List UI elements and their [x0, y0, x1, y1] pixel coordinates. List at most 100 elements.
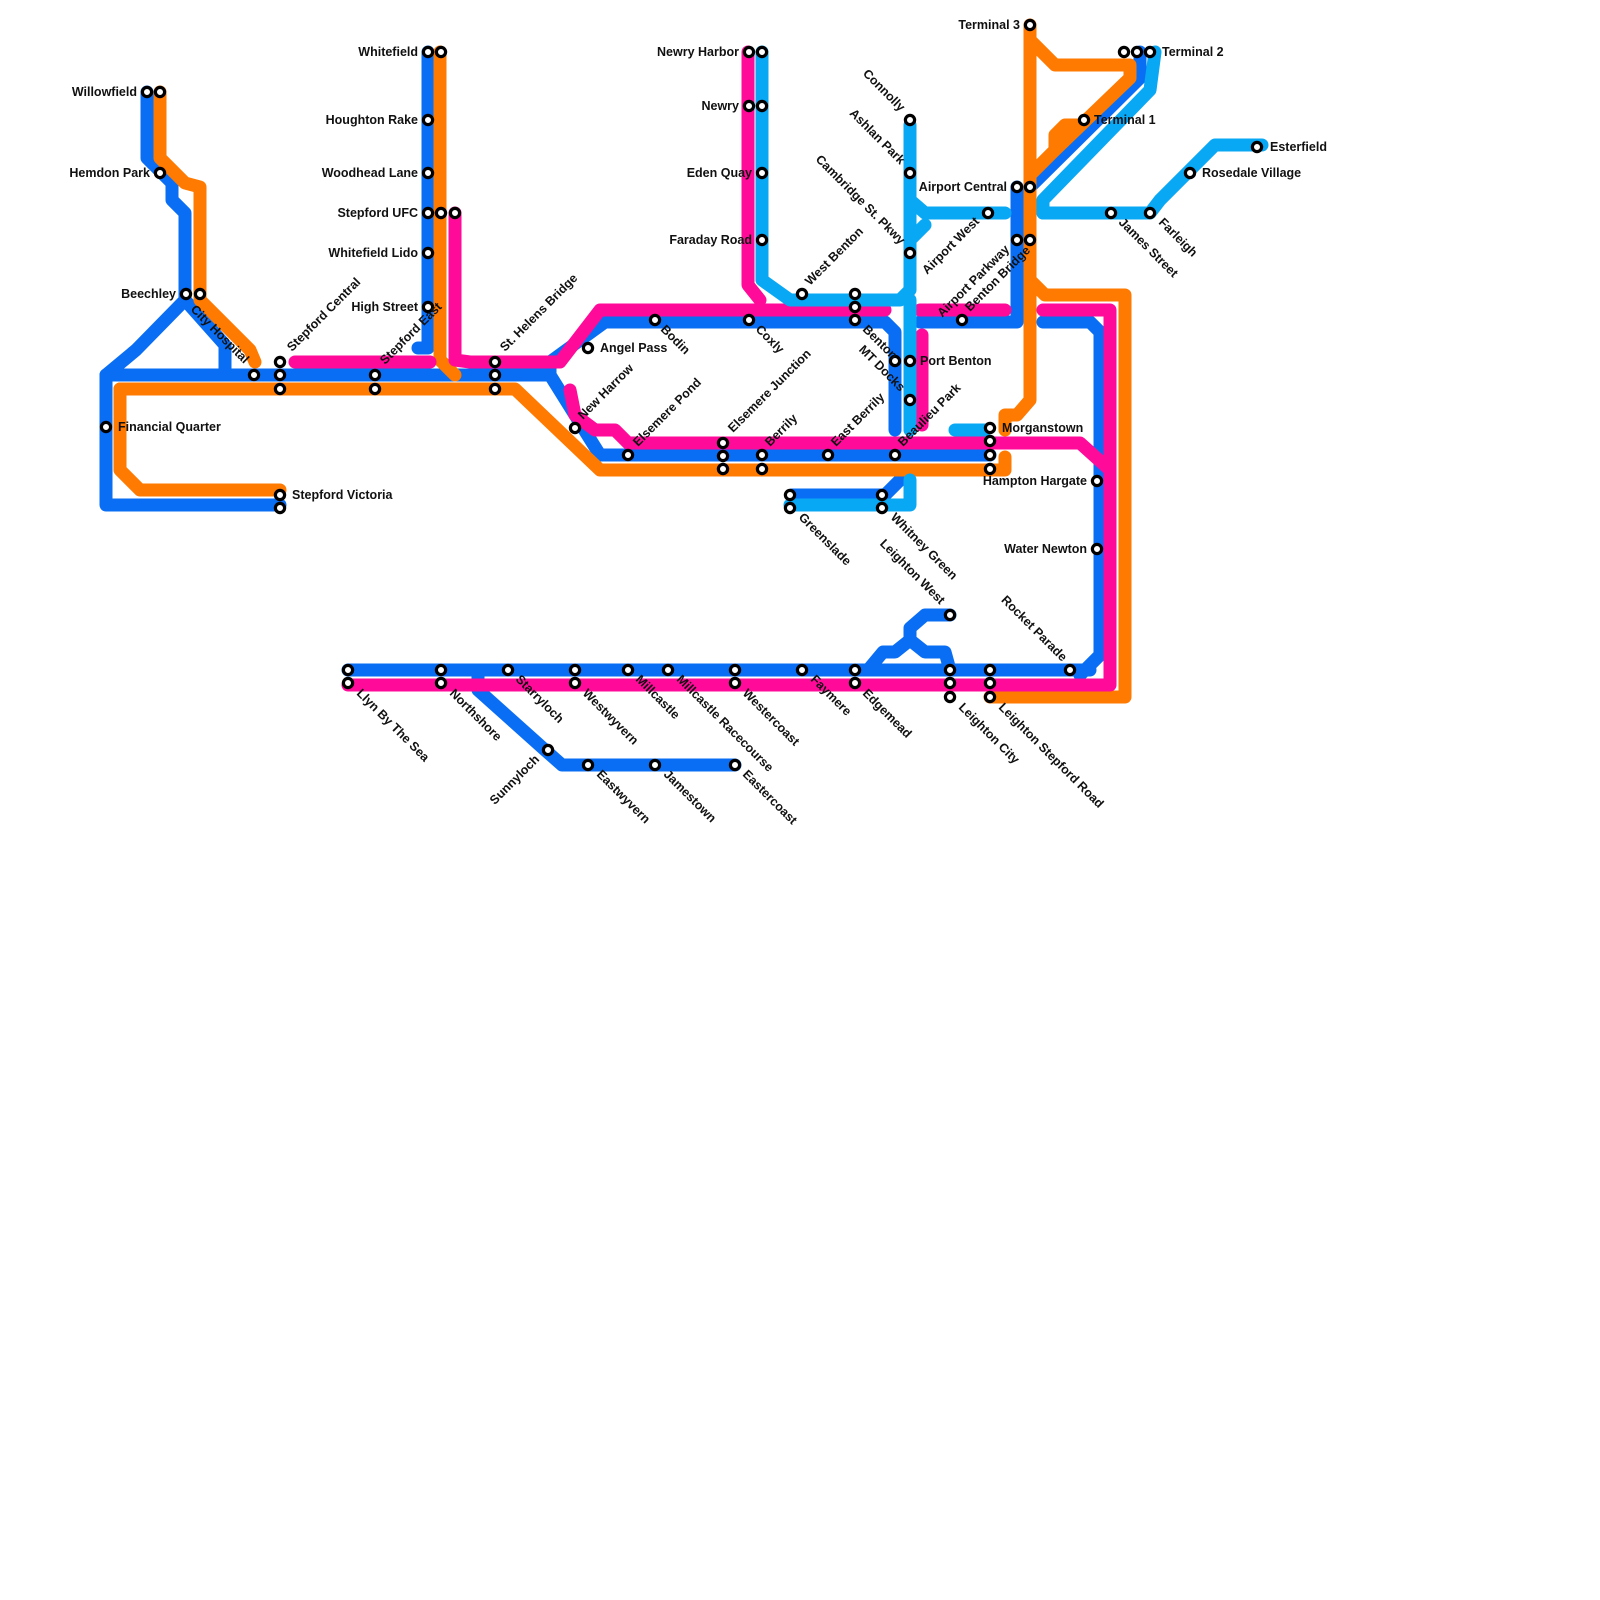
- station-marker-elsemere-junction: [716, 462, 730, 476]
- station-label-terminal-2: Terminal 2: [1162, 45, 1224, 59]
- magenta-line-segment: [341, 383, 1117, 692]
- station-marker-sunnyloch: [541, 743, 555, 757]
- station-label-westwyvern: Westwyvern: [580, 686, 641, 747]
- station-marker-leighton-city: [943, 676, 957, 690]
- station-marker-westercoast: [728, 676, 742, 690]
- station-marker-st-helens-bridge: [488, 382, 502, 396]
- station-marker-benton-bridge: [1023, 233, 1037, 247]
- station-marker-terminal-2: [1143, 45, 1157, 59]
- station-marker-edgemead: [848, 676, 862, 690]
- station-marker-morganstown: [983, 462, 997, 476]
- station-marker-newry: [755, 99, 769, 113]
- cyan-line-segment: [903, 193, 1012, 220]
- station-label-rocket-parade: Rocket Parade: [998, 593, 1069, 664]
- station-marker-elsemere-pond: [621, 448, 635, 462]
- station-marker-hampton-hargate: [1090, 474, 1104, 488]
- station-marker-hemdon-park: [153, 166, 167, 180]
- orange-line-segment: [113, 382, 287, 497]
- station-marker-angel-pass: [581, 341, 595, 355]
- station-marker-elsemere-junction: [716, 449, 730, 463]
- station-marker-greenslade: [783, 501, 797, 515]
- station-marker-morganstown: [983, 421, 997, 435]
- station-marker-stepford-central: [273, 382, 287, 396]
- magenta-line-segment: [1036, 303, 1117, 477]
- station-label-esterfield: Esterfield: [1270, 140, 1327, 154]
- station-label-whitney-green: Whitney Green: [888, 510, 960, 582]
- station-marker-leighton-city: [943, 663, 957, 677]
- station-label-greenslade: Greenslade: [796, 510, 854, 568]
- station-marker-rocket-parade: [1063, 663, 1077, 677]
- station-marker-stepford-central: [273, 368, 287, 382]
- station-marker-llyn-by-the-sea: [341, 676, 355, 690]
- orange-line-segment: [983, 273, 1132, 704]
- station-marker-leighton-city: [943, 690, 957, 704]
- station-marker-leighton-stepford-road: [983, 676, 997, 690]
- station-marker-eastwyvern: [581, 758, 595, 772]
- station-marker-ashlan-park: [903, 166, 917, 180]
- station-marker-terminal-1: [1077, 113, 1091, 127]
- station-marker-mt-docks: [903, 393, 917, 407]
- station-marker-whitefield: [434, 45, 448, 59]
- blue-line-segment: [543, 315, 902, 437]
- station-label-morganstown: Morganstown: [1002, 421, 1083, 435]
- station-label-beechley: Beechley: [121, 287, 176, 301]
- station-marker-bodin: [648, 313, 662, 327]
- station-label-rosedale-village: Rosedale Village: [1202, 166, 1301, 180]
- cyan-line-segment: [783, 473, 917, 512]
- station-marker-terminal-3: [1023, 18, 1037, 32]
- station-marker-elsemere-junction: [716, 436, 730, 450]
- station-marker-whitney-green: [875, 488, 889, 502]
- station-label-faraday-road: Faraday Road: [669, 233, 752, 247]
- station-marker-willowfield: [153, 85, 167, 99]
- station-label-airport-central: Airport Central: [919, 180, 1007, 194]
- station-marker-airport-west: [981, 206, 995, 220]
- station-marker-llyn-by-the-sea: [341, 663, 355, 677]
- station-marker-faymere: [795, 663, 809, 677]
- station-marker-high-street: [421, 300, 435, 314]
- station-label-eastercoast: Eastercoast: [740, 767, 801, 828]
- station-marker-edgemead: [848, 663, 862, 677]
- blue-line-segment: [178, 293, 232, 382]
- station-marker-connolly: [903, 113, 917, 127]
- station-marker-millcastle: [621, 663, 635, 677]
- orange-line-segment: [1023, 33, 1137, 157]
- station-marker-leighton-stepford-road: [983, 690, 997, 704]
- station-label-whitefield: Whitefield: [358, 45, 418, 59]
- station-label-houghton-rake: Houghton Rake: [326, 113, 418, 127]
- station-marker-stepford-ufc: [448, 206, 462, 220]
- blue-line-segment: [913, 180, 1024, 329]
- station-label-hampton-hargate: Hampton Hargate: [983, 474, 1087, 488]
- station-label-newry-harbor: Newry Harbor: [657, 45, 739, 59]
- station-marker-newry-harbor: [742, 45, 756, 59]
- station-marker-eden-quay: [755, 166, 769, 180]
- station-label-connolly: Connolly: [860, 66, 908, 114]
- station-marker-newry-harbor: [755, 45, 769, 59]
- station-label-newry: Newry: [701, 99, 739, 113]
- station-marker-city-hospital: [247, 368, 261, 382]
- station-marker-stepford-east: [368, 368, 382, 382]
- station-marker-greenslade: [783, 488, 797, 502]
- station-label-whitefield-lido: Whitefield Lido: [328, 246, 418, 260]
- station-marker-morganstown: [983, 448, 997, 462]
- station-marker-beaulieu-park: [888, 448, 902, 462]
- station-marker-berrily: [755, 462, 769, 476]
- station-label-hemdon-park: Hemdon Park: [69, 166, 150, 180]
- station-label-new-harrow: New Harrow: [575, 361, 636, 422]
- station-markers: [99, 18, 1264, 772]
- station-marker-terminal-2: [1117, 45, 1131, 59]
- blue-line-segment: [411, 45, 435, 355]
- station-marker-stepford-central: [273, 355, 287, 369]
- station-marker-leighton-stepford-road: [983, 663, 997, 677]
- station-marker-westwyvern: [568, 676, 582, 690]
- station-marker-whitefield-lido: [421, 246, 435, 260]
- station-marker-westwyvern: [568, 663, 582, 677]
- station-label-woodhead-lane: Woodhead Lane: [322, 166, 418, 180]
- station-marker-stepford-ufc: [421, 206, 435, 220]
- station-marker-cambridge-st-pkwy: [903, 246, 917, 260]
- station-marker-benton-bridge: [955, 313, 969, 327]
- station-label-high-street: High Street: [351, 300, 419, 314]
- station-marker-leighton-west: [943, 608, 957, 622]
- magenta-line-segment: [448, 206, 892, 369]
- station-label-leighton-west: Leighton West: [877, 536, 948, 607]
